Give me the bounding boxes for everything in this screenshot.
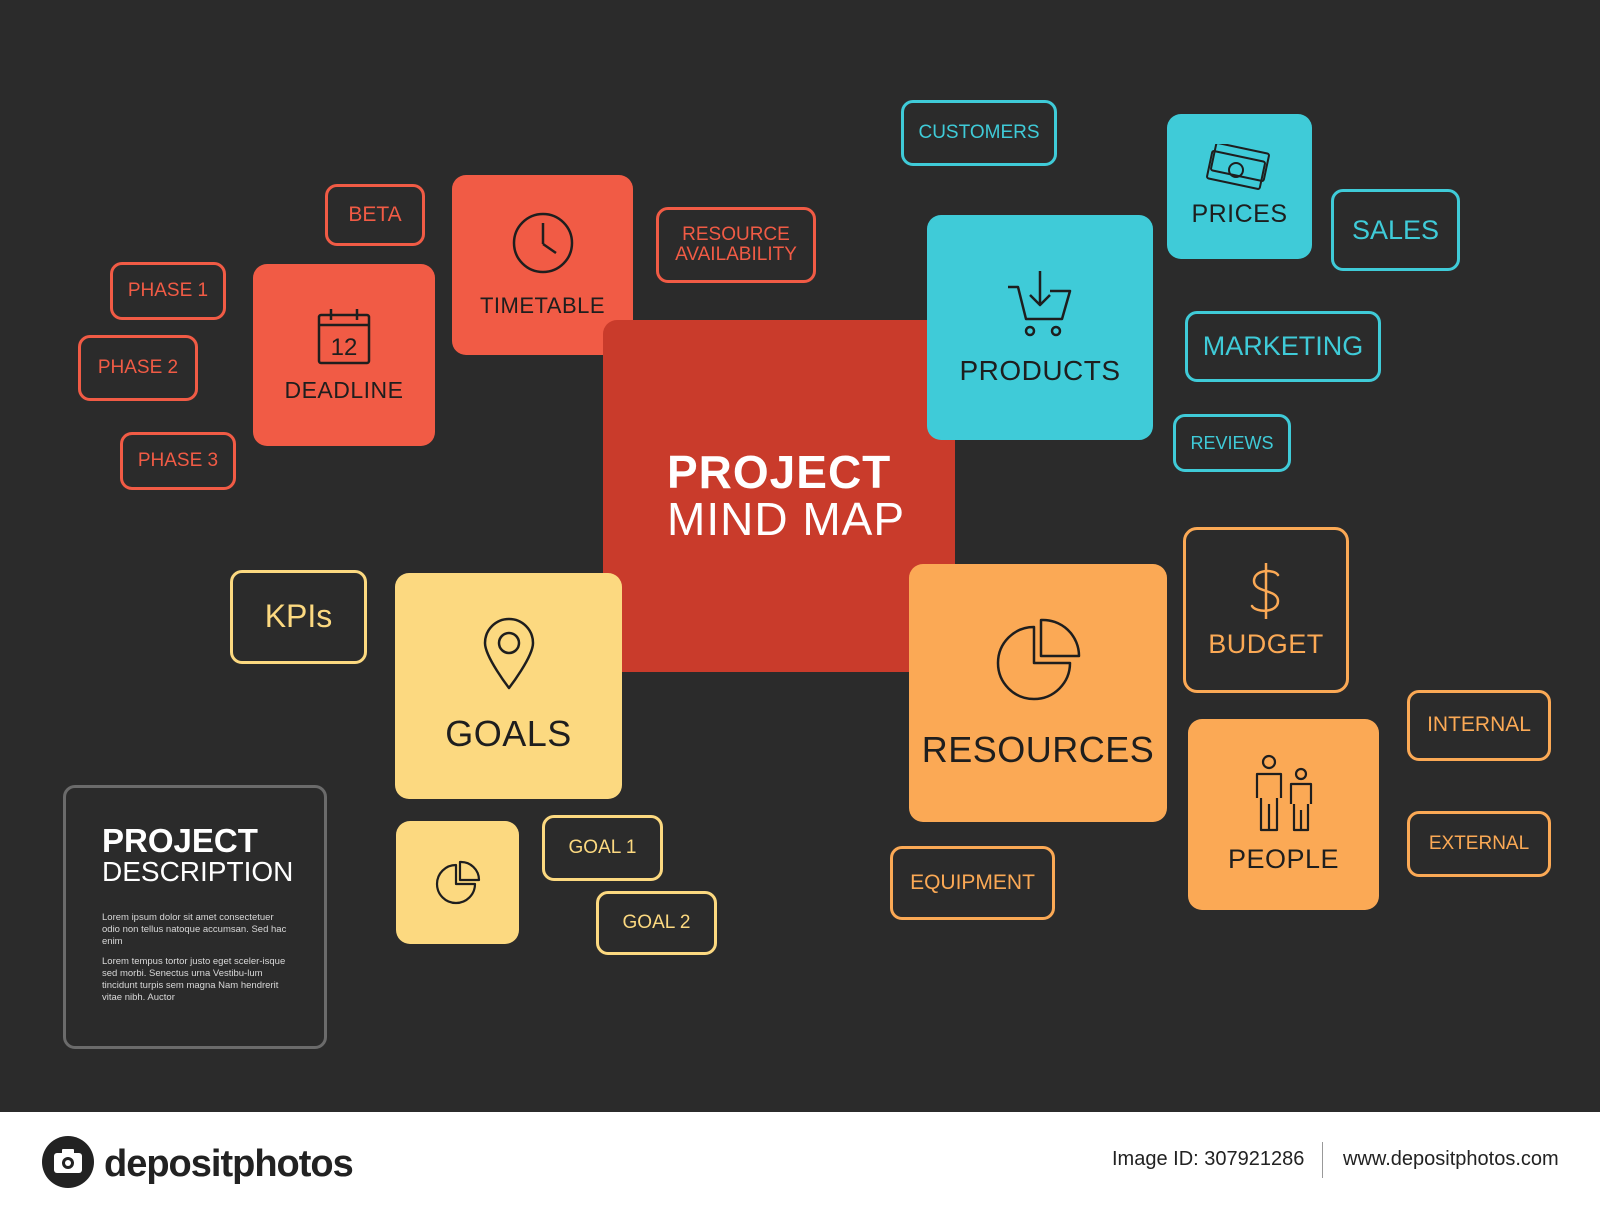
pie-chart-icon: [434, 859, 482, 907]
description-title-2: DESCRIPTION: [102, 856, 294, 887]
tag-internal: INTERNAL: [1407, 690, 1551, 761]
tile-deadline: 12 DEADLINE: [253, 264, 435, 446]
description-title-1: PROJECT: [102, 822, 258, 859]
camera-icon: [40, 1134, 96, 1195]
central-topic: PROJECT MIND MAP: [603, 320, 955, 672]
pie-chart-icon: [992, 615, 1084, 707]
description-paragraph-1: Lorem ipsum dolor sit amet consectetuer …: [102, 912, 287, 948]
tile-resources: RESOURCES: [909, 564, 1167, 822]
tile-products: PRODUCTS: [927, 215, 1153, 440]
tile-people: PEOPLE: [1188, 719, 1379, 910]
tag-beta: BETA: [325, 184, 425, 246]
logo-text: depositphotos: [104, 1143, 354, 1185]
tile-goals: GOALS: [395, 573, 622, 799]
calendar-icon: 12: [315, 307, 373, 367]
tag-goal-1: GOAL 1: [542, 815, 663, 881]
tile-budget: BUDGET: [1183, 527, 1349, 693]
project-description-box: PROJECT DESCRIPTION Lorem ipsum dolor si…: [63, 785, 327, 1049]
tag-customers: CUSTOMERS: [901, 100, 1057, 166]
tag-reviews: REVIEWS: [1173, 414, 1291, 472]
description-paragraph-2: Lorem tempus tortor justo eget sceler-is…: [102, 956, 286, 1003]
footer-divider: [1322, 1142, 1323, 1178]
website-link[interactable]: www.depositphotos.com: [1343, 1148, 1559, 1170]
central-topic-line-2: MIND MAP: [667, 492, 905, 545]
footer-bar: depositphotos Image ID: 307921286 www.de…: [0, 1112, 1600, 1211]
shopping-cart-icon: [1004, 269, 1076, 339]
tile-budget-label: BUDGET: [1208, 628, 1324, 659]
dollar-icon: [1246, 561, 1286, 621]
tag-phase-3: PHASE 3: [120, 432, 236, 490]
map-pin-icon: [481, 617, 537, 691]
tile-goals-label: GOALS: [445, 713, 572, 754]
calendar-day: 12: [331, 334, 358, 361]
tag-equipment: EQUIPMENT: [890, 846, 1055, 920]
tile-resources-label: RESOURCES: [921, 729, 1155, 770]
money-icon: [1205, 144, 1275, 190]
tile-prices: PRICES: [1167, 114, 1312, 259]
tag-goal-2: GOAL 2: [596, 891, 717, 955]
tile-prices-label: PRICES: [1191, 200, 1288, 228]
tile-goals-small: [396, 821, 519, 944]
people-icon: [1249, 754, 1319, 834]
tile-timetable-label: TIMETABLE: [479, 293, 606, 318]
tile-timetable: TIMETABLE: [452, 175, 633, 355]
central-topic-line-1: PROJECT: [667, 445, 892, 498]
tag-marketing: MARKETING: [1185, 311, 1381, 382]
depositphotos-logo: depositphotos: [40, 1134, 354, 1195]
tile-products-label: PRODUCTS: [959, 354, 1121, 386]
tag-external: EXTERNAL: [1407, 811, 1551, 877]
tag-resource-availability: RESOURCE AVAILABILITY: [656, 207, 816, 283]
image-id: Image ID: 307921286: [1112, 1148, 1305, 1170]
tag-phase-2: PHASE 2: [78, 335, 198, 401]
tag-phase-1: PHASE 1: [110, 262, 226, 320]
clock-icon: [511, 211, 575, 275]
tile-people-label: PEOPLE: [1227, 844, 1340, 874]
tag-sales: SALES: [1331, 189, 1460, 271]
tag-kpis: KPIs: [230, 570, 367, 664]
tile-deadline-label: DEADLINE: [284, 376, 404, 403]
